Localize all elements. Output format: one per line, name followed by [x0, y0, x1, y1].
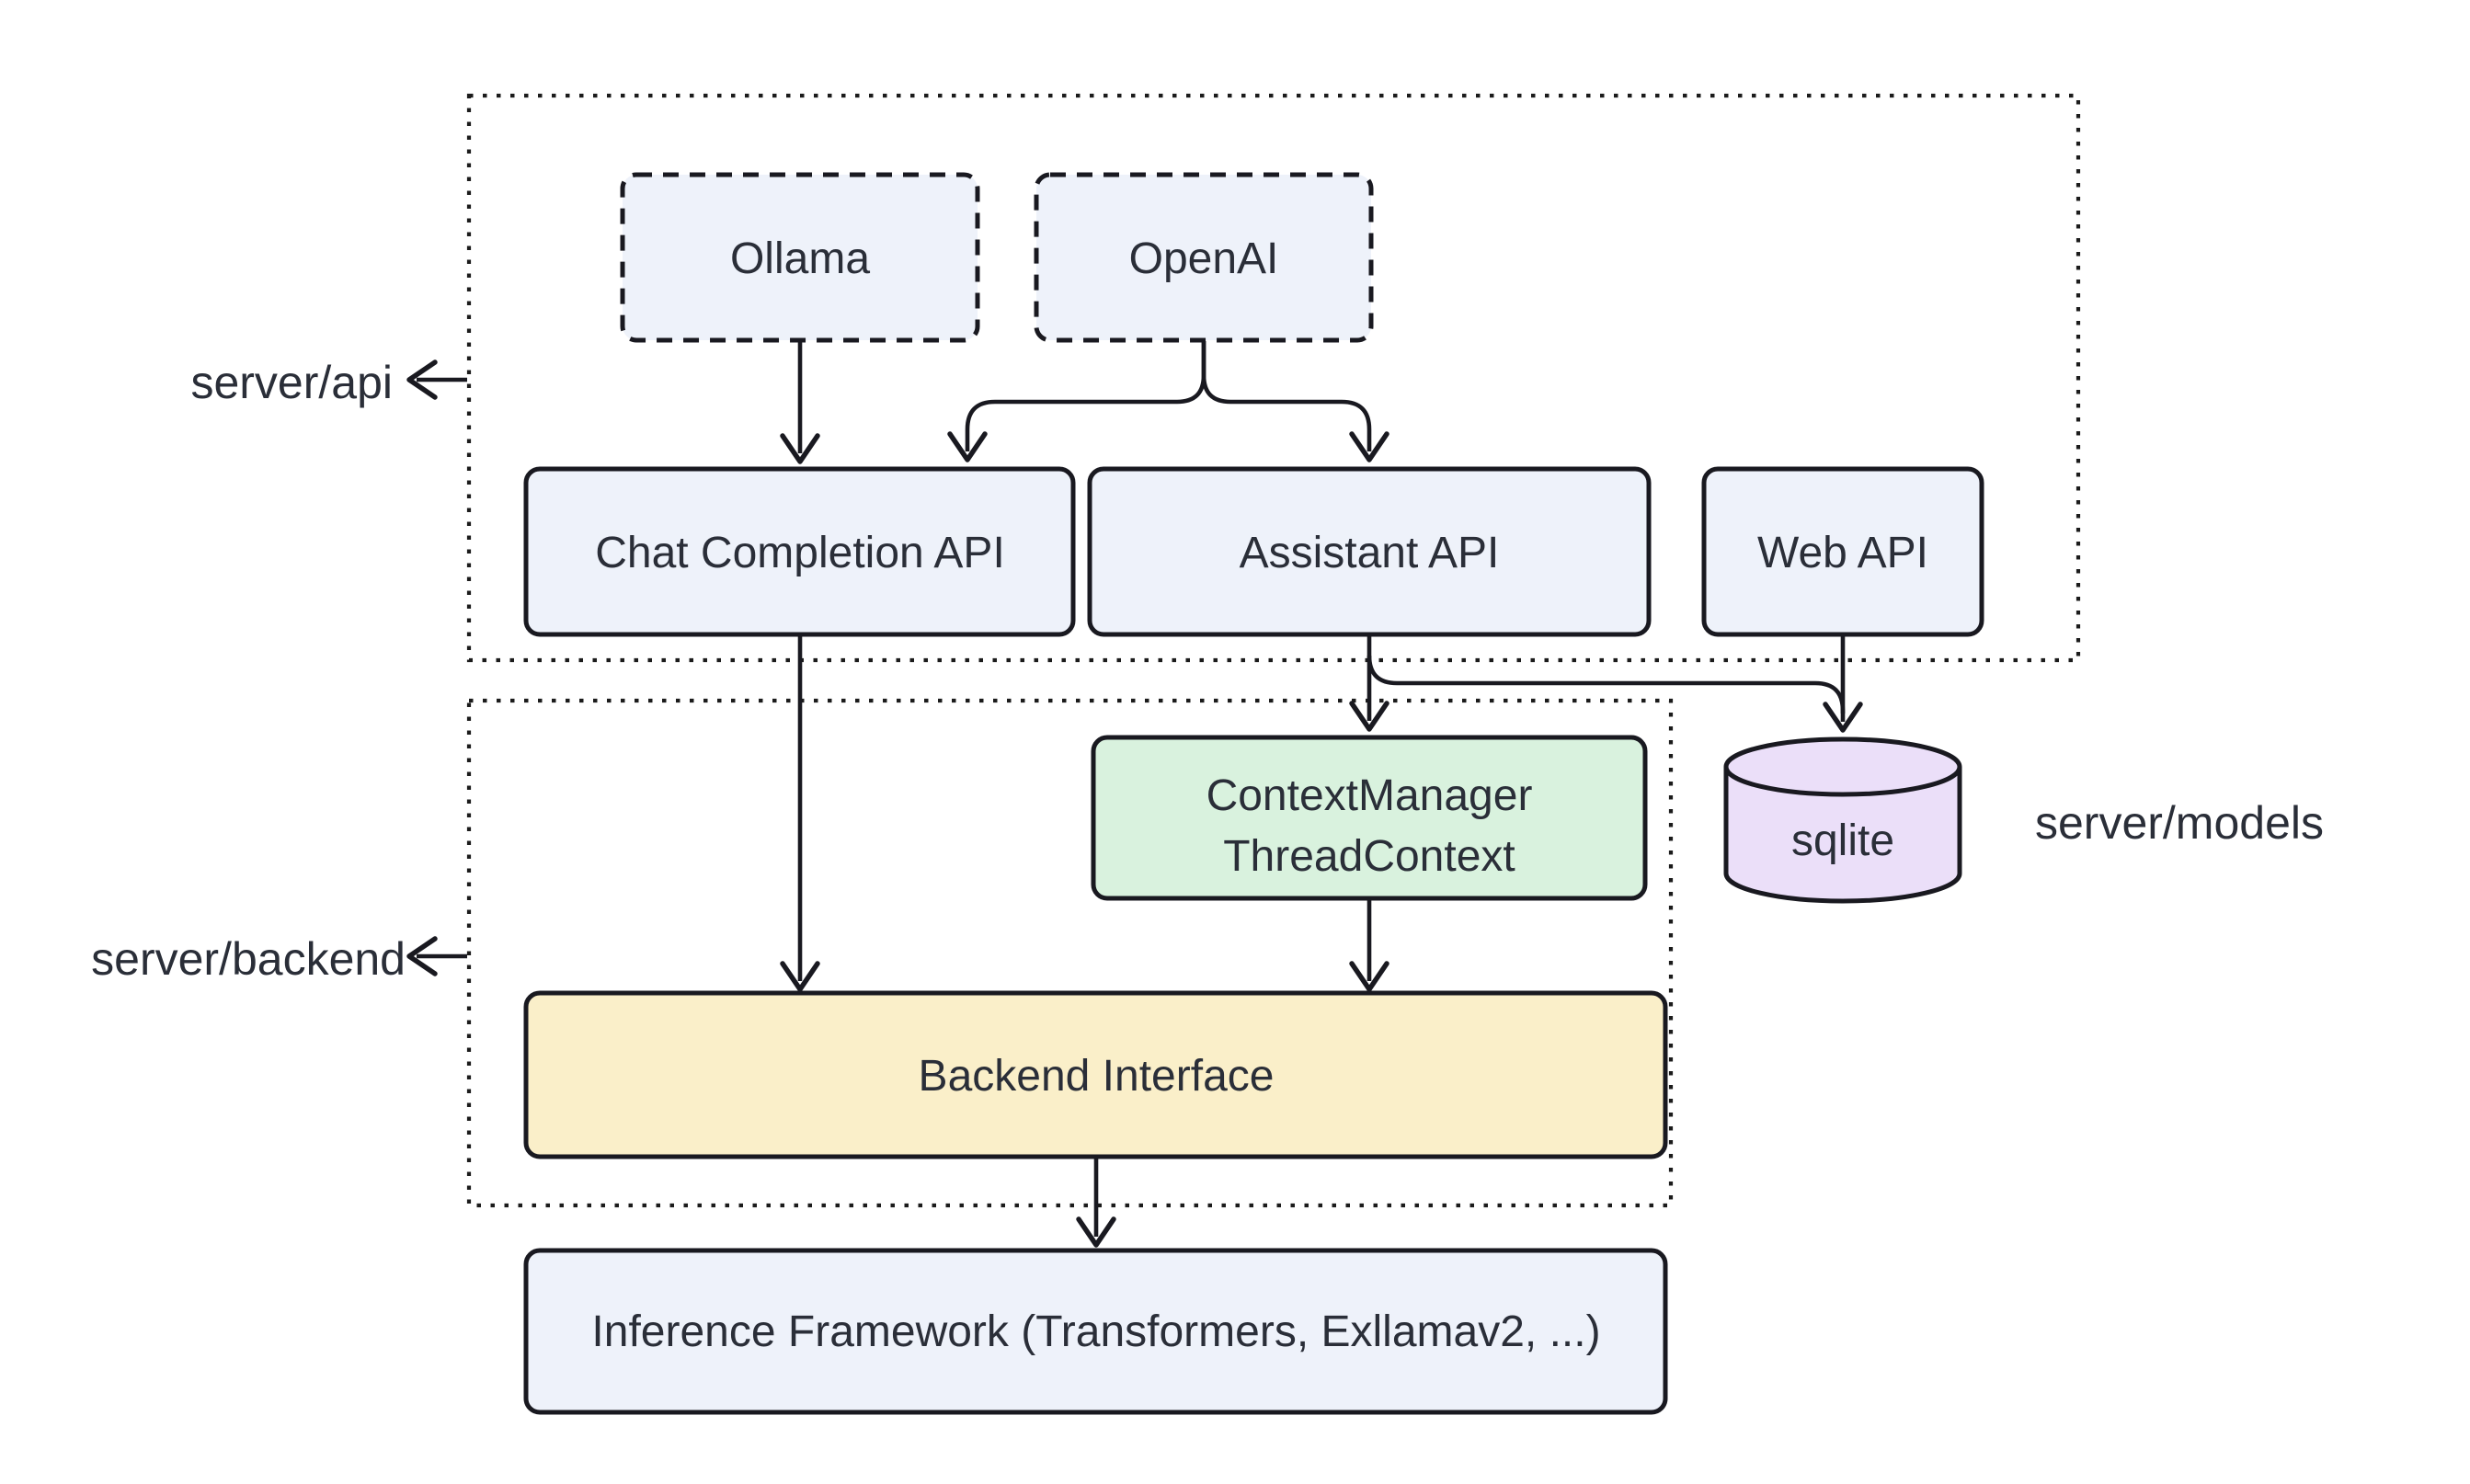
node-sqlite: sqlite	[1723, 736, 1962, 904]
left-arrowhead-icon	[406, 360, 438, 400]
node-backend-interface-label: Backend Interface	[919, 1052, 1275, 1101]
node-chat-completion-api-box	[523, 466, 1076, 637]
node-assistant-api-box	[1087, 466, 1652, 637]
node-inference-framework: Inference Framework (Transformers, Exlla…	[523, 1248, 1668, 1415]
server-backend-pointer-arrow	[406, 936, 467, 976]
server-models-label: server/models	[2035, 797, 2324, 849]
node-openai: OpenAI	[1034, 172, 1374, 343]
node-inference-framework-label: Inference Framework (Transformers, Exlla…	[591, 1307, 1600, 1356]
edge-context-manager-to-backend-interface	[1349, 898, 1389, 992]
node-context-manager-label-line2: ThreadContext	[1223, 832, 1515, 881]
node-openai-label: OpenAI	[1129, 234, 1279, 283]
node-web-api-box	[1701, 466, 1984, 637]
server-backend-label: server/backend	[91, 933, 406, 985]
node-ollama-label: Ollama	[730, 234, 870, 283]
node-openai-box	[1034, 172, 1374, 343]
node-chat-completion-api: Chat Completion API	[523, 466, 1076, 637]
node-assistant-api-label: Assistant API	[1240, 529, 1500, 577]
edge-assistant-to-context-manager	[1349, 635, 1389, 732]
edge-shaft	[1201, 341, 1372, 451]
edge-ollama-to-chat-completion	[780, 341, 820, 464]
edge-assistant-to-sqlite	[1367, 655, 1846, 713]
node-ollama-box	[620, 172, 980, 343]
node-chat-completion-api-label: Chat Completion API	[595, 529, 1005, 577]
server-api-label: server/api	[190, 357, 393, 408]
node-context-manager-label-line1: ContextManager	[1206, 771, 1533, 820]
database-cylinder-top	[1723, 736, 1962, 797]
node-context-manager-box	[1091, 735, 1648, 901]
edge-openai-to-chat-completion	[947, 341, 1206, 462]
left-arrowhead-icon	[406, 936, 438, 976]
node-web-api-label: Web API	[1757, 529, 1928, 577]
node-sqlite-label: sqlite	[1791, 816, 1894, 865]
node-backend-interface-box	[523, 990, 1668, 1159]
down-arrowhead-icon	[1349, 431, 1389, 462]
down-arrowhead-icon	[947, 431, 988, 462]
down-arrowhead-icon	[780, 433, 820, 464]
edge-backend-interface-to-inference	[1076, 1157, 1116, 1248]
down-arrowhead-icon	[780, 961, 820, 992]
down-arrowhead-icon	[1823, 702, 1863, 733]
node-assistant-api: Assistant API	[1087, 466, 1652, 637]
node-backend-interface: Backend Interface	[523, 990, 1668, 1159]
down-arrowhead-icon	[1076, 1216, 1116, 1248]
node-ollama: Ollama	[620, 172, 980, 343]
node-context-manager: ContextManager ThreadContext	[1091, 735, 1648, 901]
server-api-pointer-arrow	[406, 360, 467, 400]
server-api-container-box	[466, 93, 2081, 663]
node-inference-framework-box	[523, 1248, 1668, 1415]
down-arrowhead-icon	[1349, 701, 1389, 732]
server-backend-container-box	[466, 698, 1674, 1208]
edge-openai-to-assistant	[1201, 341, 1389, 462]
node-web-api: Web API	[1701, 466, 1984, 637]
edge-web-api-to-sqlite	[1823, 635, 1863, 733]
edge-shaft	[965, 341, 1206, 451]
database-cylinder-body	[1723, 767, 1962, 904]
edge-chat-completion-to-backend-interface	[780, 635, 820, 992]
edge-shaft	[1367, 655, 1846, 713]
down-arrowhead-icon	[1349, 961, 1389, 992]
